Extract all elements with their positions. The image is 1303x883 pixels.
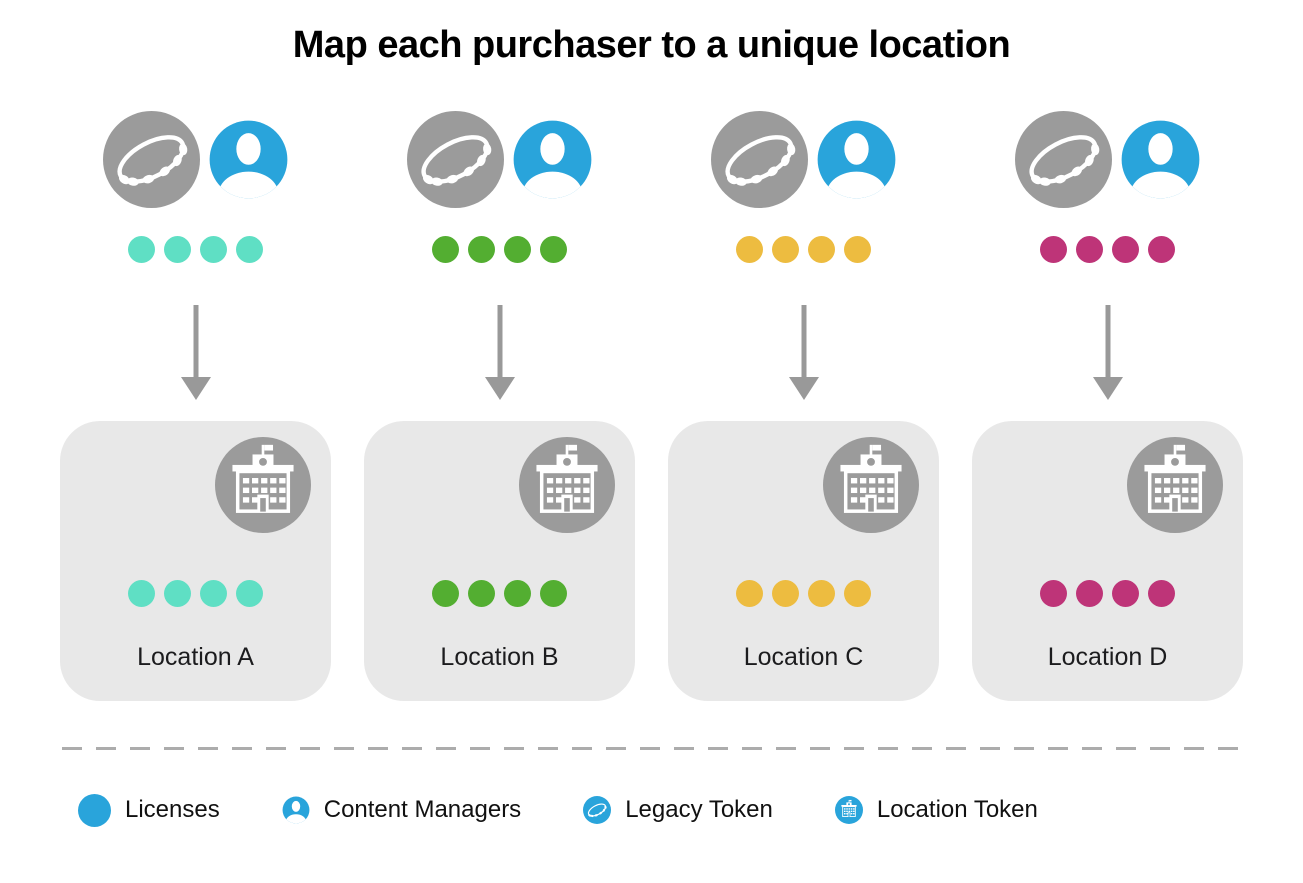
license-dots-row (736, 579, 871, 607)
license-dot (540, 235, 567, 263)
license-dot (808, 235, 835, 263)
content-manager-icon (1120, 119, 1201, 200)
content-manager-icon (282, 796, 310, 824)
license-dot (1112, 579, 1139, 607)
legacy-token-icon (102, 111, 200, 209)
legend-label: Content Managers (323, 796, 522, 824)
legend-item-licenses: Licenses (78, 793, 220, 827)
license-dots-row (128, 579, 263, 607)
license-dot (772, 235, 799, 263)
legacy-token-icon (406, 111, 504, 209)
license-dot (772, 579, 799, 607)
license-dot (164, 235, 191, 263)
purchaser-columns: Location A Location B (0, 105, 1303, 701)
mapping-arrow-icon (484, 304, 515, 400)
location-token-icon (823, 436, 919, 533)
dashed-divider (62, 746, 1241, 750)
legend-label: Licenses (125, 796, 220, 824)
license-dot (468, 235, 495, 263)
license-dot (164, 579, 191, 607)
mapping-arrow-icon (180, 304, 211, 400)
legend-label: Legacy Token (625, 796, 773, 824)
legacy-token-icon (710, 111, 808, 209)
page-title: Map each purchaser to a unique location (292, 24, 1011, 66)
license-dot (736, 579, 763, 607)
license-dots-row (736, 235, 871, 263)
mapping-arrow-icon (1092, 304, 1123, 400)
legend-item-location-token: Location Token (834, 796, 1038, 825)
license-dot (432, 579, 459, 607)
license-dots-row (432, 235, 567, 263)
license-dots-row (1040, 235, 1175, 263)
location-token-icon (215, 436, 311, 533)
license-dot (844, 235, 871, 263)
content-manager-icon (512, 119, 593, 200)
purchaser-column-a: Location A (60, 105, 331, 701)
legend: Licenses Content Managers Legacy Token L… (0, 793, 1303, 827)
location-label: Location B (440, 642, 559, 671)
license-dot (432, 235, 459, 263)
license-dot (808, 579, 835, 607)
license-dot (1040, 235, 1067, 263)
license-dot (736, 235, 763, 263)
location-token-icon (519, 436, 615, 533)
license-dots-row (1040, 579, 1175, 607)
location-card-d: Location D (972, 420, 1243, 701)
license-dot (236, 235, 263, 263)
legend-item-content-managers: Content Managers (282, 796, 521, 824)
license-dots-row (128, 235, 263, 263)
purchaser-column-d: Location D (972, 105, 1243, 701)
purchaser-icons (102, 105, 289, 215)
license-dot (1040, 579, 1067, 607)
location-token-icon (1127, 436, 1223, 533)
content-manager-icon (208, 119, 289, 200)
purchaser-icons (1014, 105, 1201, 215)
license-dot (236, 579, 263, 607)
license-dot (128, 235, 155, 263)
license-dot (1112, 235, 1139, 263)
legacy-token-icon (583, 796, 612, 825)
location-card-a: Location A (60, 420, 331, 701)
location-label: Location C (743, 642, 864, 671)
license-dot (504, 235, 531, 263)
license-dot (128, 579, 155, 607)
content-manager-icon (816, 119, 897, 200)
legend-label: Location Token (876, 796, 1038, 824)
location-label: Location A (137, 642, 254, 671)
purchaser-column-b: Location B (364, 105, 635, 701)
purchaser-column-c: Location C (668, 105, 939, 701)
mapping-arrow-icon (788, 304, 819, 400)
purchaser-icons (710, 105, 897, 215)
license-dot (1076, 235, 1103, 263)
licenses-dot-icon (78, 793, 111, 827)
location-label: Location D (1047, 642, 1168, 671)
license-dot (1076, 579, 1103, 607)
license-dot (844, 579, 871, 607)
license-dot (540, 579, 567, 607)
license-dot (504, 579, 531, 607)
license-dot (1148, 579, 1175, 607)
legacy-token-icon (1014, 111, 1112, 209)
license-dot (1148, 235, 1175, 263)
legend-item-legacy-token: Legacy Token (583, 796, 773, 825)
location-token-icon (834, 796, 863, 825)
location-card-c: Location C (668, 420, 939, 701)
license-dot (200, 579, 227, 607)
license-dot (468, 579, 495, 607)
location-card-b: Location B (364, 420, 635, 701)
license-dots-row (432, 579, 567, 607)
license-dot (200, 235, 227, 263)
purchaser-icons (406, 105, 593, 215)
